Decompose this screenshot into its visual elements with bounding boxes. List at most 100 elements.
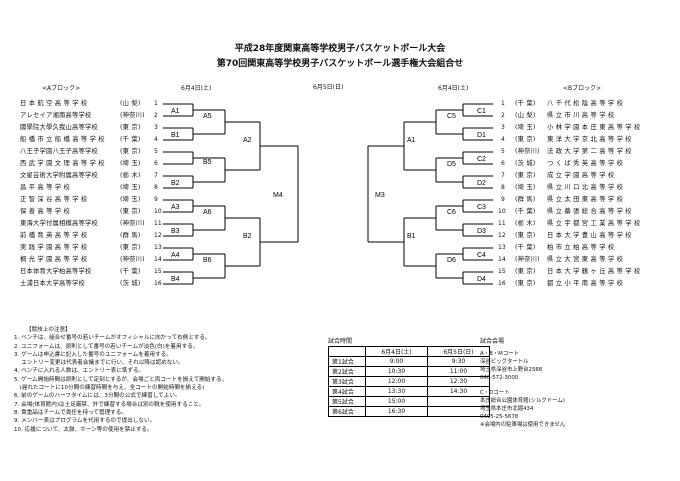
left-team-number: 11 <box>154 220 162 227</box>
right-team-pref: (埼 玉) <box>515 184 536 191</box>
left-team-pref: (東 京) <box>120 208 141 215</box>
right-team-pref: (東 京) <box>515 268 536 275</box>
schedule-cell: 第5試合 <box>328 396 366 407</box>
match-label-B1: B1 <box>407 233 416 240</box>
right-team-number: 12 <box>498 232 506 239</box>
match-label-D6: D6 <box>447 257 456 264</box>
venue-line: 0495-25-5678 <box>480 414 519 420</box>
left-team-name: アレセイア湘南高等学校 <box>20 112 92 119</box>
left-team-pref: (埼 玉) <box>120 160 141 167</box>
left-team-pref: (茨 城) <box>120 280 141 287</box>
left-team-number: 15 <box>154 268 162 275</box>
match-label-A1: A1 <box>407 137 416 144</box>
right-team-name: 県 立 川 口 北 高 等 学 校 <box>547 184 624 191</box>
right-team-pref: (神奈川) <box>515 256 540 263</box>
right-team-pref: (千 葉) <box>515 208 536 215</box>
left-team-pref: (群 馬) <box>120 232 141 239</box>
right-team-pref: (栃 木) <box>515 220 536 227</box>
right-team-pref: (東 京) <box>515 232 536 239</box>
right-team-number: 5 <box>501 148 505 155</box>
left-team-pref: (東 京) <box>120 244 141 251</box>
notes-section: 【競技上の注意】 1. ベンチは、組合せ番号の若いチームがオフィシャルに向かって… <box>14 326 227 434</box>
right-team-pref: (埼 玉) <box>515 124 536 131</box>
schedule-cell: 16:30 <box>365 406 428 417</box>
right-team-number: 10 <box>498 208 506 215</box>
right-team-pref: (群 馬) <box>515 196 536 203</box>
match-label-A1: A1 <box>171 108 180 115</box>
right-team-pref: (千 葉) <box>515 244 536 251</box>
schedule-cell: 第2試合 <box>328 366 366 377</box>
schedule-header-cell: 6月4日(土) <box>365 346 428 357</box>
match-label-B2: B2 <box>171 180 180 187</box>
left-team-number: 2 <box>154 112 158 119</box>
left-team-pref: (東 京) <box>120 148 141 155</box>
match-label-D5: D5 <box>447 161 456 168</box>
match-label-D2: D2 <box>477 180 486 187</box>
left-team-number: 9 <box>154 196 158 203</box>
schedule-cell: 9:00 <box>365 356 428 367</box>
right-team-number: 8 <box>501 184 505 191</box>
right-team-number: 6 <box>501 160 505 167</box>
left-team-number: 16 <box>154 280 162 287</box>
date-center: 6月5日(日) <box>313 84 344 91</box>
left-team-pref: (千 葉) <box>120 136 141 143</box>
left-team-name: 昌 平 高 等 学 校 <box>20 184 70 191</box>
venue-line: 埼玉県本庄市北堀434 <box>480 406 534 412</box>
venue-line: 本庄総合公園体育館(シルクドーム) <box>480 398 565 404</box>
match-label-C2: C2 <box>477 156 486 163</box>
left-team-pref: (千 葉) <box>120 268 141 275</box>
right-team-pref: (千 葉) <box>515 100 536 107</box>
venue-line: ※会場内の駐車場は使用できません <box>480 422 566 428</box>
schedule-cell: 第1試合 <box>328 356 366 367</box>
right-team-number: 2 <box>501 112 505 119</box>
match-label-D3: D3 <box>477 228 486 235</box>
right-team-name: 県 立 市 川 高 等 学 校 <box>547 112 615 119</box>
left-team-number: 7 <box>154 172 158 179</box>
match-label-A3: A3 <box>171 204 180 211</box>
note-item: 9. メンバー表はプログラムを代用するので提出しない。 <box>14 418 156 425</box>
venue-line: C・Dコート <box>480 390 510 396</box>
right-team-number: 13 <box>498 244 506 251</box>
match-label-C3: C3 <box>477 204 486 211</box>
right-team-name: 県 立 太 田 東 高 等 学 校 <box>547 196 624 203</box>
match-label-B5: B5 <box>203 159 212 166</box>
schedule-cell: 15:00 <box>365 396 428 407</box>
match-label-B1: B1 <box>171 132 180 139</box>
right-team-number: 3 <box>501 124 505 131</box>
right-team-name: つ く ば 秀 英 高 等 学 校 <box>547 160 624 167</box>
note-item: 10. 応援について、太鼓、ホーン等の使用を禁止する。 <box>14 426 153 433</box>
left-team-name: 日 本 航 空 高 等 学 校 <box>20 100 88 107</box>
right-team-number: 16 <box>498 280 506 287</box>
right-team-name: 県 立 大 宮 東 高 等 学 校 <box>547 256 624 263</box>
left-team-name: 保 善 高 等 学 校 <box>20 208 70 215</box>
right-team-number: 1 <box>501 100 505 107</box>
left-team-number: 3 <box>154 124 158 131</box>
right-team-number: 15 <box>498 268 506 275</box>
title-main: 平成28年度関東高等学校男子バスケットボール大会 <box>234 44 446 54</box>
left-team-pref: (神奈川) <box>120 112 145 119</box>
right-team-pref: (神奈川) <box>515 148 540 155</box>
left-team-name: 東海大学付属相模高等学校 <box>20 220 98 227</box>
match-label-B3: B3 <box>171 228 180 235</box>
schedule-cell <box>427 406 490 417</box>
venue-line: 048-572-3000 <box>480 375 519 381</box>
right-team-pref: (山 梨) <box>515 112 536 119</box>
match-label-C4: C4 <box>477 252 486 259</box>
left-team-name: 桐 光 学 園 高 等 学 校 <box>20 256 88 263</box>
note-item: 5. ゲーム開始時間は原則として定刻とするが、会場ごと両コートを揃えて開始する。 <box>14 376 228 383</box>
note-item: 2. ユニフォームは、原則として番号の若いチームが淡色(白)を着用する。 <box>14 343 199 350</box>
match-label-M4: M4 <box>273 192 283 199</box>
right-team-name: 法 政 大 学 第 二 高 等 学 校 <box>547 148 632 155</box>
left-team-number: 10 <box>154 208 162 215</box>
match-label-D4: D4 <box>477 276 486 283</box>
match-label-C5: C5 <box>447 113 456 120</box>
note-item: (遅れたコートに10分間の練習時間を与え、全コートの開始時間を揃える) <box>14 385 205 392</box>
right-team-name: 日 本 大 学 鶴 ヶ 丘 高 等 学 校 <box>547 268 641 275</box>
left-team-name: 前 橋 育 英 高 等 学 校 <box>20 232 88 239</box>
match-label-A5: A5 <box>203 113 212 120</box>
left-team-number: 6 <box>154 160 158 167</box>
